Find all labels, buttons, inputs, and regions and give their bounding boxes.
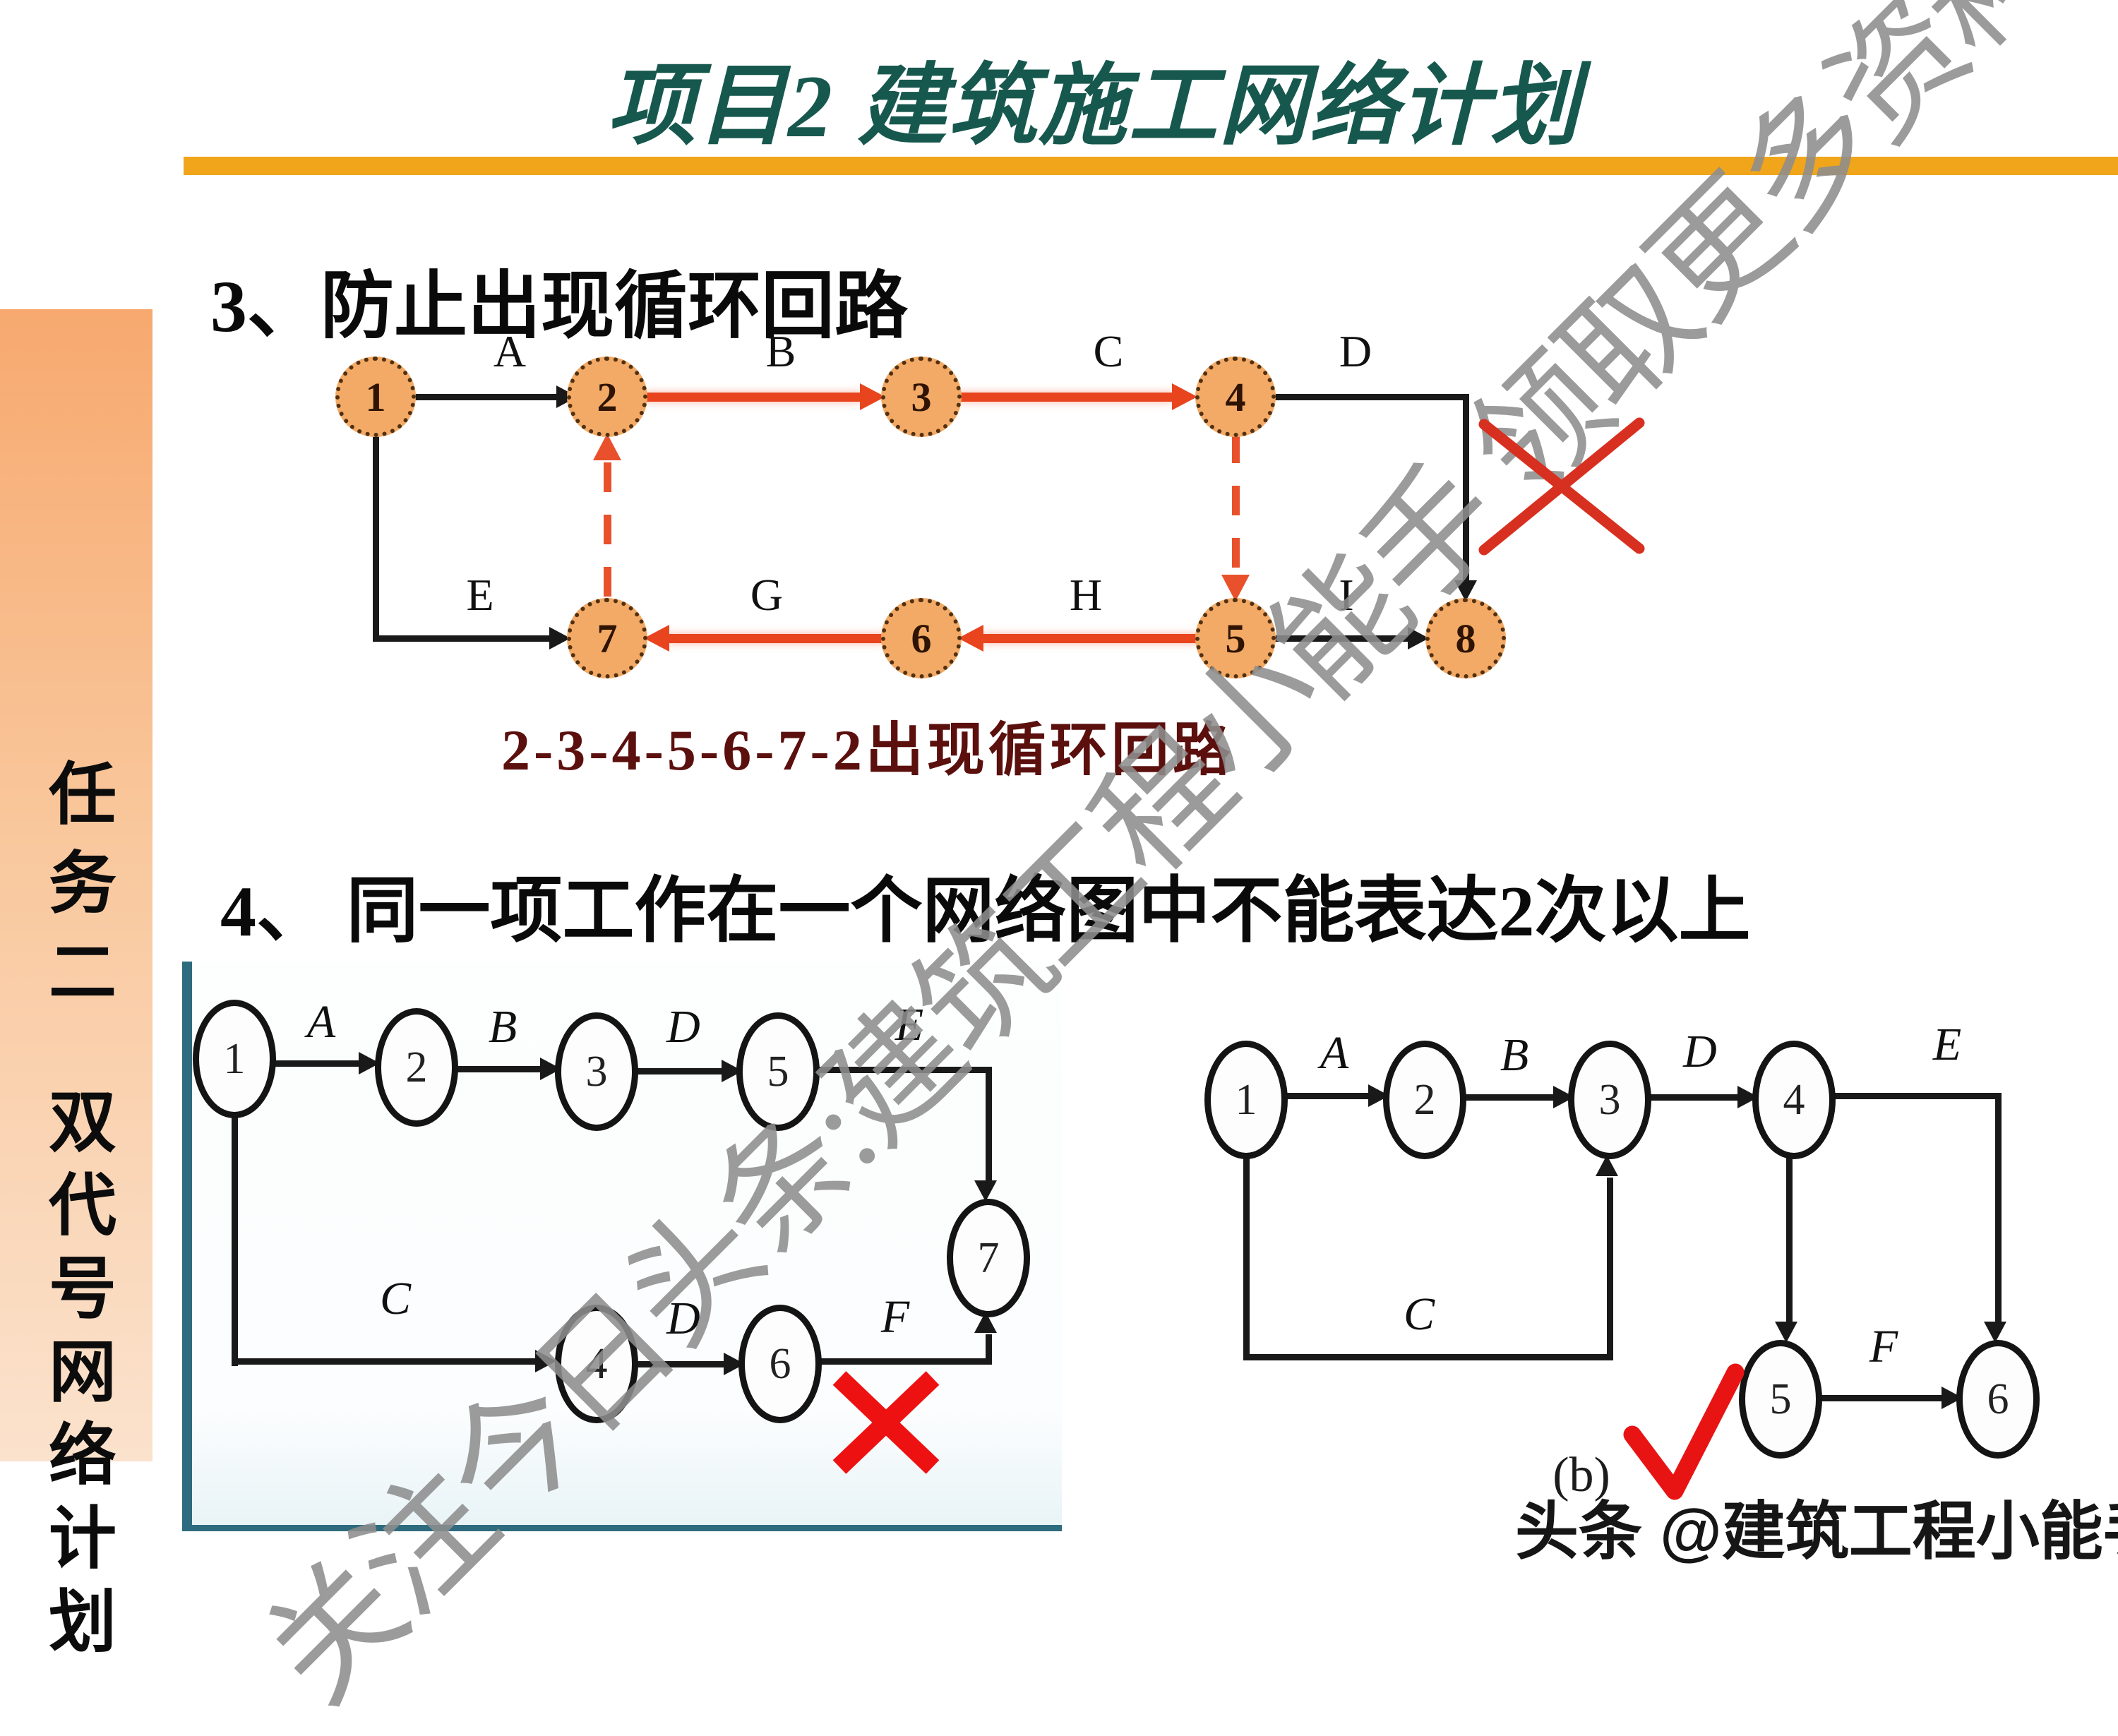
fb-edge-f-line — [1816, 1395, 1944, 1401]
fb-edge-c-line-v1 — [1243, 1153, 1250, 1360]
fig_a-edge-label-f: F — [880, 1291, 910, 1343]
fig_b-edge-label-d: D — [1683, 1026, 1717, 1077]
slide-title: 项目2 建筑施工网络计划 — [607, 58, 1581, 156]
sidebar: 任务二 双代号网络计划 — [0, 309, 152, 1669]
fig_b-node-2: 2 — [1383, 1041, 1466, 1159]
wrong-cross-mark-a — [832, 1371, 940, 1474]
loop-edge-label-h: H — [1069, 570, 1103, 620]
fa-edge-c-line-v — [232, 1112, 238, 1366]
edge-e-line-h — [373, 635, 551, 642]
wrong-cross-mark-top — [1478, 417, 1645, 556]
fig_a-edge-label-a: A — [306, 996, 336, 1048]
fb-edge-4-5-arrowhead — [1775, 1322, 1797, 1343]
loop-node-6: 6 — [881, 598, 962, 678]
loop-node-5: 5 — [1195, 598, 1276, 678]
fb-edge-e-line-v — [1995, 1093, 2002, 1323]
figure-b-caption: (b) — [1552, 1448, 1610, 1502]
fig_b-edge-label-f: F — [1869, 1321, 1898, 1372]
fa-edge-f-line-h — [815, 1358, 992, 1365]
fb-edge-c-line-v2 — [1607, 1178, 1613, 1357]
fig_b-edge-label-b: B — [1500, 1029, 1529, 1081]
fa-edge-f-line-v — [986, 1334, 992, 1365]
edge-d-line-v — [1463, 394, 1469, 580]
fig_b-edge-label-a: A — [1320, 1027, 1349, 1079]
fb-edge-4-5-line — [1786, 1153, 1793, 1324]
fig_a-edge-label-d: D — [666, 1001, 700, 1053]
bottom-watermark: 头条 @建筑工程小能手 — [1515, 1497, 2118, 1567]
fa-edge-b-line — [452, 1066, 542, 1072]
fig_b-node-6: 6 — [1956, 1340, 2040, 1459]
gold-divider-bar — [184, 157, 2118, 175]
loop-edge-label-i: I — [1339, 570, 1354, 620]
sidebar-text-topic: 双代号网络计划 — [38, 1086, 114, 1669]
edge-i-line — [1272, 635, 1409, 642]
edge-h-line — [982, 634, 1199, 643]
fb-edge-e-line-h — [1829, 1093, 2002, 1099]
correct-check-mark-b — [1623, 1363, 1745, 1500]
edge-h-arrowhead — [958, 625, 983, 652]
edge-a-line — [412, 394, 558, 400]
loop-node-1: 1 — [335, 357, 416, 437]
fa-edge-c-arrowhead — [535, 1350, 556, 1372]
fig_b-node-4: 4 — [1752, 1041, 1836, 1159]
fig_a-node-5: 5 — [736, 1012, 820, 1131]
fig_a-node-4: 4 — [555, 1305, 638, 1423]
edge-c-arrowhead — [1172, 383, 1197, 410]
fig_b-node-1: 1 — [1204, 1041, 1288, 1159]
edge-b-line — [644, 393, 861, 402]
fa-edge-e-arrowhead — [974, 1180, 997, 1202]
edge-g-line — [668, 634, 885, 643]
loop-edge-label-a: A — [493, 326, 527, 376]
loop-edge-label-e: E — [466, 570, 494, 620]
dashed-4-5-arrowhead — [1221, 575, 1250, 601]
dashed-4-5-line — [1232, 433, 1240, 573]
fa-edge-d1-line — [632, 1068, 724, 1074]
fig_b-node-3: 3 — [1568, 1041, 1651, 1159]
fb-edge-c-line-h — [1243, 1354, 1613, 1360]
fig_a-node-7: 7 — [947, 1199, 1030, 1317]
fig_b-edge-label-c: C — [1403, 1288, 1435, 1340]
fig_a-edge-label-b: B — [488, 1001, 517, 1053]
edge-g-arrowhead — [644, 625, 669, 652]
loop-node-7: 7 — [567, 598, 647, 678]
loop-caption: 2-3-4-5-6-7-2出现循环回路 — [501, 718, 1234, 782]
fig_a-edge-label-e: E — [895, 999, 924, 1050]
fb-edge-e-arrowhead — [1984, 1322, 2006, 1343]
fig_a-edge-label-c: C — [379, 1273, 412, 1324]
loop-node-8: 8 — [1425, 598, 1506, 678]
fa-edge-c-line-h — [232, 1358, 538, 1365]
loop-edge-label-g: G — [750, 570, 784, 620]
fig_b-edge-label-e: E — [1932, 1019, 1962, 1070]
sidebar-text-task: 任务二 — [38, 758, 114, 1025]
loop-network-diagram: A B C D E G H I 1 2 3 4 7 6 5 8 — [335, 326, 1506, 678]
fig_a-edge-label-d: D — [666, 1293, 700, 1344]
fig_a-node-3: 3 — [555, 1012, 638, 1131]
fig_b-node-5: 5 — [1739, 1340, 1822, 1459]
fig_a-node-6: 6 — [738, 1305, 822, 1423]
fb-edge-b-line — [1460, 1094, 1556, 1101]
loop-edge-label-b: B — [765, 326, 796, 376]
fa-edge-e-line-h — [813, 1067, 992, 1073]
edge-c-line — [958, 393, 1173, 402]
loop-node-3: 3 — [881, 357, 962, 437]
loop-edge-label-c: C — [1093, 326, 1124, 376]
dashed-7-2-line — [604, 462, 611, 601]
fig_a-node-2: 2 — [375, 1008, 458, 1127]
loop-node-2: 2 — [567, 357, 647, 437]
loop-node-4: 4 — [1195, 357, 1276, 437]
loop-edge-label-d: D — [1339, 326, 1372, 376]
fa-edge-e-line-v — [986, 1067, 992, 1182]
fb-edge-a-line — [1281, 1093, 1371, 1099]
dashed-7-2-arrowhead — [593, 433, 621, 460]
edge-e-line-v — [373, 433, 379, 642]
section3-heading: 3、防止出现循环回路 — [210, 266, 909, 347]
fa-edge-a-line — [270, 1060, 360, 1067]
edge-d-line-h — [1272, 394, 1469, 400]
fig_a-node-1: 1 — [193, 1000, 276, 1118]
section4-heading: 4、 同一项工作在一个网络图中不能表达2次以上 — [220, 872, 1751, 952]
fb-edge-d-line — [1645, 1094, 1740, 1101]
fa-edge-d2-line — [632, 1361, 725, 1367]
